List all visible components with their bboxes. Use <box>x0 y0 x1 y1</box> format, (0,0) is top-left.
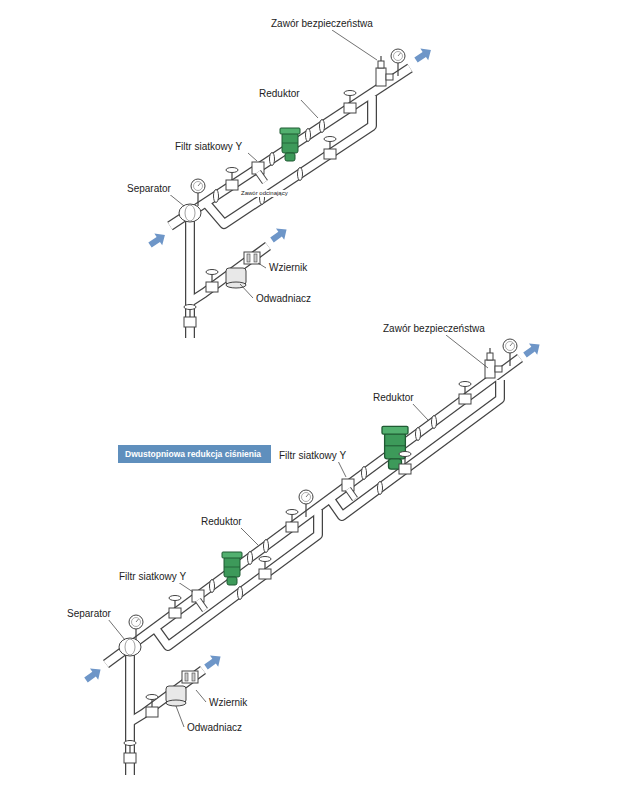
part-label: Zawór odcinający <box>240 190 289 197</box>
part-label: Reduktor <box>372 392 415 404</box>
heading-band: Dwustopniowa redukcja ciśnienia <box>118 445 271 463</box>
part-label: Reduktor <box>258 88 301 100</box>
bottom-components <box>82 339 544 763</box>
part-label: Filtr siatkowy Y <box>118 571 187 583</box>
pipe-fill <box>106 68 520 775</box>
part-label: Zawór bezpieczeństwa <box>382 323 486 335</box>
part-label: Reduktor <box>200 516 243 528</box>
part-label: Zawór bezpieczeństwa <box>270 18 374 30</box>
leader-lines <box>108 30 488 727</box>
part-label: Separator <box>66 608 112 620</box>
pipe-outline <box>106 68 520 775</box>
part-label: Filtr siatkowy Y <box>278 450 347 462</box>
part-label: Wziernik <box>268 262 308 274</box>
part-label: Odwadniacz <box>186 722 243 734</box>
part-label: Odwadniacz <box>255 293 312 305</box>
band-text: Dwustopniowa redukcja ciśnienia <box>125 449 261 459</box>
part-label: Wziernik <box>208 697 248 709</box>
part-label: Separator <box>126 183 172 195</box>
top-components <box>146 44 435 327</box>
part-label: Filtr siatkowy Y <box>174 141 243 153</box>
